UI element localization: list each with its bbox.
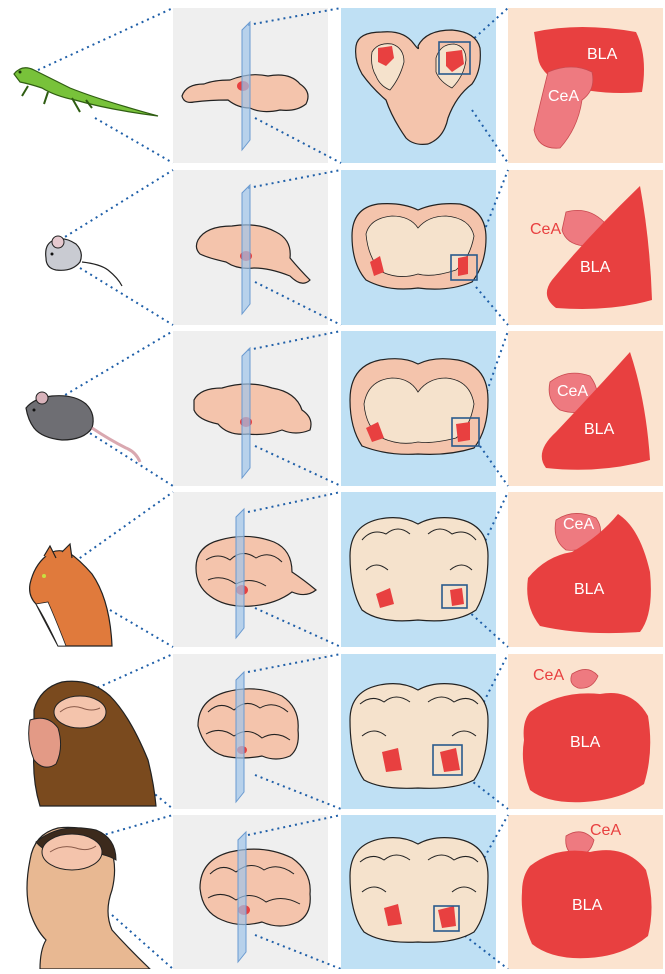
- rat-coronal-section: [350, 359, 488, 455]
- lizard-icon: [14, 68, 158, 116]
- cea-label-row3: CeA: [557, 384, 588, 400]
- mouse-icon: [46, 236, 122, 286]
- bla-label-row4: BLA: [574, 582, 604, 598]
- coronal-plane: [242, 22, 250, 150]
- bla-label-row3: BLA: [584, 422, 614, 438]
- cat-icon: [30, 544, 112, 646]
- cea-label-row2: CeA: [530, 222, 561, 238]
- bla-label-row5: BLA: [570, 735, 600, 751]
- coronal-plane: [236, 509, 244, 638]
- cat-coronal-section: [350, 518, 488, 621]
- bla-label-row6: BLA: [572, 898, 602, 914]
- cea-label-row6: CeA: [590, 823, 621, 839]
- mouse-coronal-section: [352, 204, 486, 290]
- coronal-plane: [238, 832, 246, 962]
- cea-label-row4: CeA: [563, 517, 594, 533]
- cea-label-row1: CeA: [548, 89, 579, 105]
- coronal-plane: [242, 185, 250, 314]
- human-coronal-section: [350, 838, 488, 943]
- bla-label-row2: BLA: [580, 260, 610, 276]
- human-icon: [27, 827, 150, 969]
- monkey-coronal-section: [350, 684, 488, 789]
- monkey-icon: [29, 681, 156, 806]
- cea-label-row5: CeA: [533, 668, 564, 684]
- monkey-brain: [198, 689, 298, 759]
- bla-label-row1: BLA: [587, 47, 617, 63]
- human-brain: [200, 849, 310, 926]
- coronal-plane: [236, 672, 244, 802]
- coronal-plane: [242, 348, 250, 478]
- rat-icon: [26, 392, 140, 462]
